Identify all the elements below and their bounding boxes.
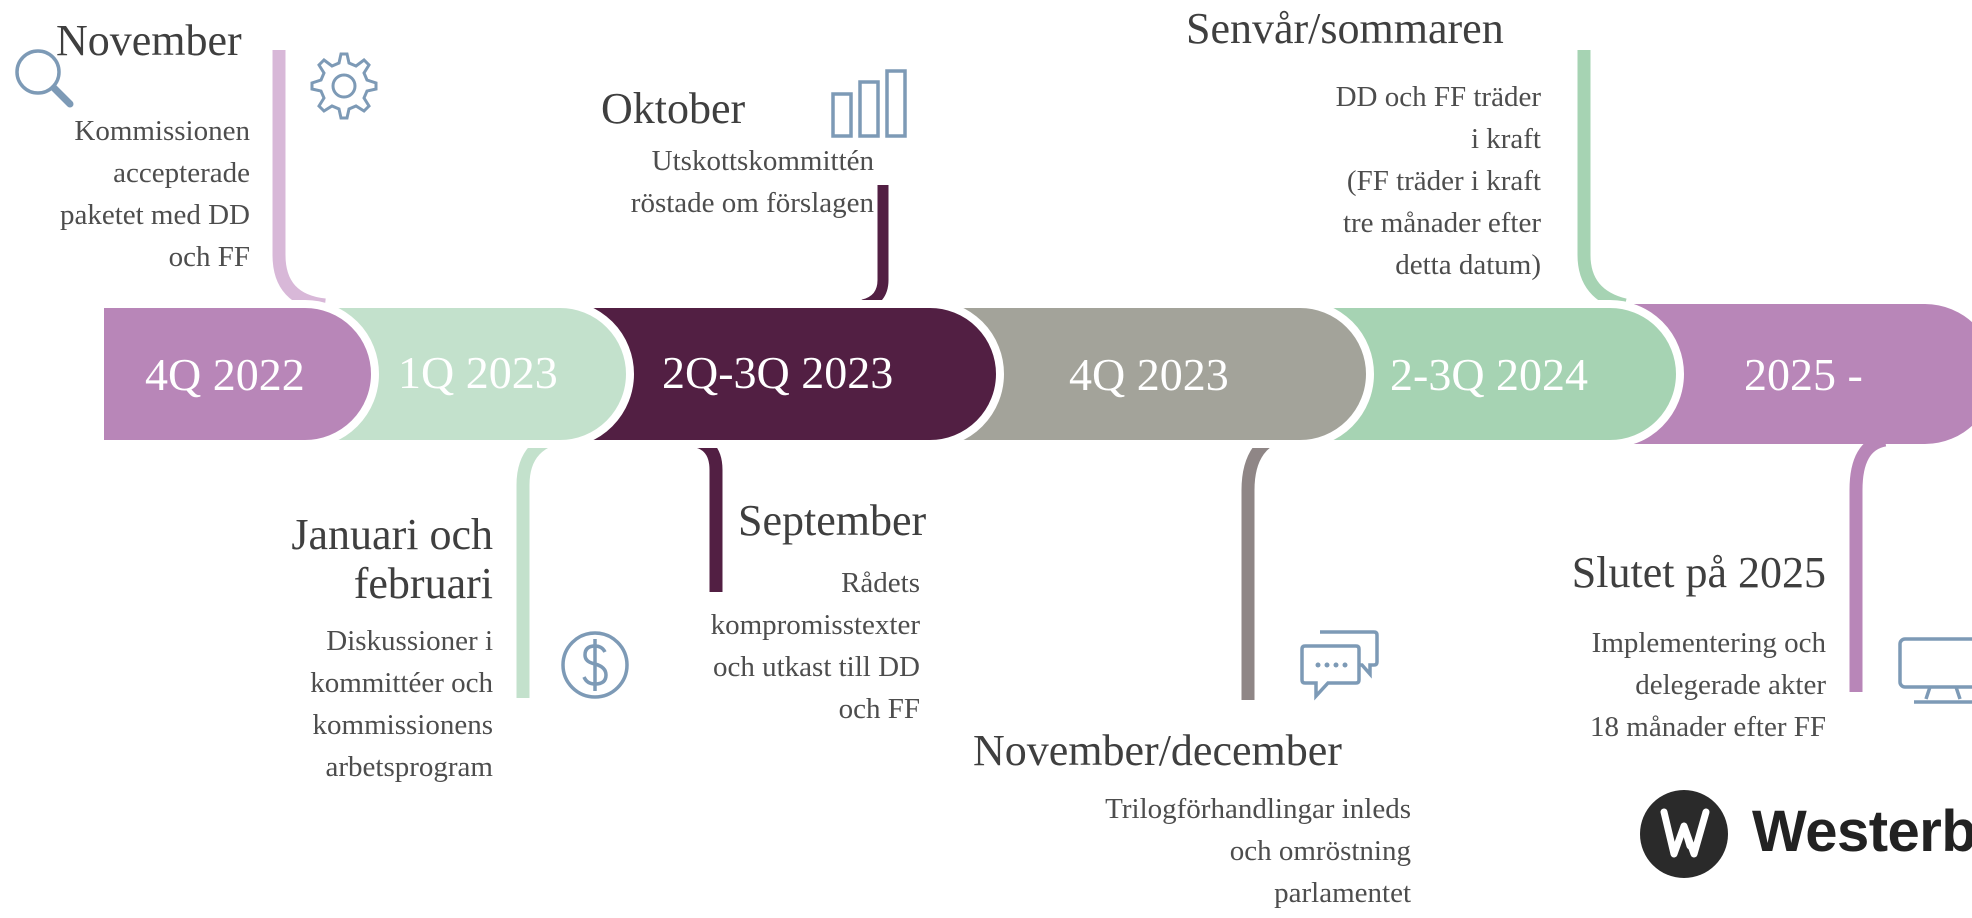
segment-label-4q-2022: 4Q 2022	[145, 349, 305, 400]
event-text-september: Rådets kompromisstexter och utkast till …	[710, 567, 920, 726]
segment-label-4q-2023: 4Q 2023	[1069, 349, 1229, 400]
segment-shape-2q-3q-2023	[566, 300, 1004, 448]
gear-icon	[310, 52, 378, 120]
event-text-november: Kommissionen accepterade paketet med DD …	[59, 115, 250, 274]
segment-shape-4q-2022	[96, 300, 379, 448]
event-text-slutet-pa-2025: Implementering och delegerade akter 18 m…	[1590, 627, 1826, 744]
event-heading-januari: Januari och februari	[291, 510, 493, 609]
event-heading-oktober: Oktober	[601, 84, 746, 133]
segment-label-2025: 2025 -	[1744, 349, 1863, 400]
event-heading-september: September	[738, 496, 927, 545]
segment-label-2-3q-2024: 2-3Q 2024	[1390, 349, 1589, 400]
event-text-januari: Diskussioner i kommittéer och kommission…	[310, 625, 493, 784]
bar-chart-icon	[831, 69, 907, 138]
segment-label-1q-2023: 1Q 2023	[398, 347, 558, 398]
segment-shape-1q-2023	[326, 300, 634, 448]
segment-shape-4q-2023	[926, 300, 1374, 448]
event-heading-november: November	[56, 16, 242, 65]
segment-shape-2025	[1600, 304, 1972, 444]
event-text-november-december: Trilogförhandlingar inleds och omröstnin…	[1105, 793, 1411, 910]
event-text-oktober: Utskottskommittén röstade om förslagen	[630, 145, 874, 220]
segment-label-2q-3q-2023: 2Q-3Q 2023	[662, 347, 894, 398]
chat-icon	[1300, 630, 1379, 701]
monitor-icon	[1898, 637, 1972, 704]
dollar-icon	[561, 631, 629, 699]
westerberg-logo-icon	[1640, 790, 1728, 878]
search-icon	[15, 49, 74, 108]
event-heading-november-december: November/december	[973, 726, 1342, 775]
event-text-senvar-sommaren: DD och FF träder i kraft (FF träder i kr…	[1335, 81, 1541, 282]
event-heading-slutet-pa-2025: Slutet på 2025	[1571, 548, 1826, 597]
logo-wordmark: Westerbe	[1752, 799, 1972, 864]
segment-shape-2-3q-2024	[1296, 300, 1684, 448]
event-heading-senvar-sommaren: Senvår/sommaren	[1186, 4, 1504, 53]
